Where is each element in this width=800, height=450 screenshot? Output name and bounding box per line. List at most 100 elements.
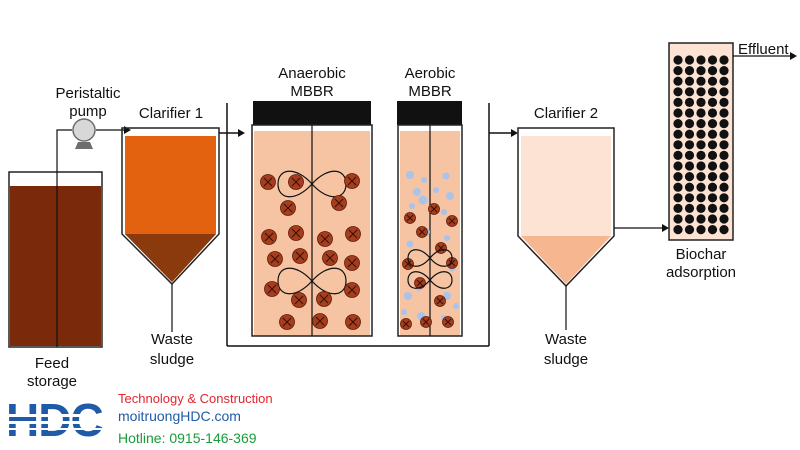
biofilm-carrier-icon bbox=[317, 231, 333, 247]
biofilm-carrier-icon bbox=[312, 313, 328, 329]
logo-hotline: Hotline: 0915-146-369 bbox=[118, 430, 257, 446]
biochar-bead-icon bbox=[719, 193, 729, 203]
air-bubble-icon bbox=[441, 209, 447, 215]
biofilm-carrier-icon bbox=[400, 318, 412, 330]
biofilm-carrier-icon bbox=[345, 226, 361, 242]
biochar-bead-icon bbox=[684, 108, 695, 118]
biochar-bead-icon bbox=[707, 203, 718, 213]
biochar-bead-icon bbox=[719, 161, 729, 171]
biofilm-carrier-icon bbox=[446, 215, 458, 227]
air-bubble-icon bbox=[433, 187, 439, 193]
biofilm-carrier-icon bbox=[442, 316, 454, 328]
biochar-bead-icon bbox=[696, 140, 706, 150]
biochar-bead-icon bbox=[684, 87, 695, 97]
biochar-bead-icon bbox=[673, 225, 683, 235]
biochar-bead-icon bbox=[696, 225, 706, 235]
biofilm-carrier-icon bbox=[279, 314, 295, 330]
waste-sludge-2-label-1: Waste bbox=[545, 331, 587, 348]
biochar-bead-icon bbox=[673, 214, 683, 224]
anaerobic-lid bbox=[253, 101, 371, 125]
biofilm-carrier-icon bbox=[428, 203, 440, 215]
biochar-bead-icon bbox=[696, 172, 706, 182]
biochar-bead-icon bbox=[696, 119, 706, 129]
biochar-bead-icon bbox=[707, 182, 718, 192]
biochar-bead-icon bbox=[707, 150, 718, 160]
biochar-bead-icon bbox=[707, 129, 718, 139]
biochar-bead-icon bbox=[696, 214, 706, 224]
air-bubble-icon bbox=[444, 235, 450, 241]
biochar-bead-icon bbox=[673, 140, 683, 150]
biochar-bead-icon bbox=[719, 119, 729, 129]
biochar-bead-icon bbox=[719, 55, 729, 65]
biochar-bead-icon bbox=[673, 97, 683, 107]
biofilm-carrier-icon bbox=[288, 225, 304, 241]
biochar-bead-icon bbox=[719, 66, 729, 76]
aerobic-lid bbox=[397, 101, 462, 125]
biochar-bead-icon bbox=[707, 172, 718, 182]
air-bubble-icon bbox=[453, 303, 459, 309]
biochar-label-1: Biochar bbox=[676, 246, 727, 263]
air-bubble-icon bbox=[406, 171, 414, 179]
biochar-bead-icon bbox=[673, 76, 683, 86]
biochar-bead-icon bbox=[696, 97, 706, 107]
air-bubble-icon bbox=[404, 292, 412, 300]
biochar-bead-icon bbox=[719, 203, 729, 213]
biofilm-carrier-icon bbox=[316, 291, 332, 307]
biochar-bead-icon bbox=[696, 108, 706, 118]
biochar-bead-icon bbox=[673, 150, 683, 160]
aerobic-label-1: Aerobic bbox=[405, 65, 456, 82]
biochar-bead-icon bbox=[673, 161, 683, 171]
biochar-bead-icon bbox=[707, 140, 718, 150]
biochar-bead-icon bbox=[684, 203, 695, 213]
biochar-bead-icon bbox=[719, 225, 729, 235]
biochar-bead-icon bbox=[673, 203, 683, 213]
feed-storage-label-2: storage bbox=[27, 373, 77, 390]
biochar-bead-icon bbox=[684, 129, 695, 139]
biochar-bead-icon bbox=[707, 55, 718, 65]
biochar-bead-icon bbox=[707, 108, 718, 118]
air-bubble-icon bbox=[446, 192, 454, 200]
biochar-bead-icon bbox=[684, 161, 695, 171]
biochar-bead-icon bbox=[696, 55, 706, 65]
biochar-bead-icon bbox=[684, 214, 695, 224]
biochar-bead-icon bbox=[719, 140, 729, 150]
air-bubble-icon bbox=[401, 309, 407, 315]
biofilm-carrier-icon bbox=[416, 226, 428, 238]
biochar-bead-icon bbox=[696, 203, 706, 213]
biochar-bead-icon bbox=[684, 97, 695, 107]
feed-liquid bbox=[10, 186, 101, 346]
biofilm-carrier-icon bbox=[267, 251, 283, 267]
biochar-bead-icon bbox=[684, 225, 695, 235]
biochar-bead-icon bbox=[684, 193, 695, 203]
clarifier-1 bbox=[121, 127, 220, 332]
clarifier-2-label: Clarifier 2 bbox=[534, 105, 598, 122]
biochar-bead-icon bbox=[719, 172, 729, 182]
feed-storage-label-1: Feed bbox=[35, 355, 69, 372]
biochar-bead-icon bbox=[719, 76, 729, 86]
biochar-bead-icon bbox=[684, 140, 695, 150]
feed-storage-tank bbox=[8, 132, 103, 348]
air-bubble-icon bbox=[421, 177, 427, 183]
biochar-bead-icon bbox=[707, 119, 718, 129]
logo-tagline: Technology & Construction bbox=[118, 391, 273, 406]
biofilm-carrier-icon bbox=[344, 282, 360, 298]
biochar-bead-icon bbox=[673, 182, 683, 192]
clarifier-2 bbox=[517, 127, 669, 330]
biochar-bead-icon bbox=[684, 55, 695, 65]
biofilm-carrier-icon bbox=[292, 248, 308, 264]
biofilm-carrier-icon bbox=[322, 250, 338, 266]
clarifier-1-label: Clarifier 1 bbox=[139, 105, 203, 122]
biochar-bead-icon bbox=[684, 182, 695, 192]
biochar-bead-icon bbox=[719, 87, 729, 97]
biochar-bead-icon bbox=[673, 108, 683, 118]
biofilm-carrier-icon bbox=[260, 174, 276, 190]
biochar-bead-icon bbox=[684, 76, 695, 86]
biofilm-carrier-icon bbox=[434, 295, 446, 307]
biochar-bead-icon bbox=[684, 66, 695, 76]
biochar-bead-icon bbox=[673, 119, 683, 129]
pump-label-2: pump bbox=[69, 103, 107, 120]
air-bubble-icon bbox=[409, 203, 415, 209]
aerobic-mbbr bbox=[397, 124, 463, 337]
biochar-bead-icon bbox=[673, 55, 683, 65]
